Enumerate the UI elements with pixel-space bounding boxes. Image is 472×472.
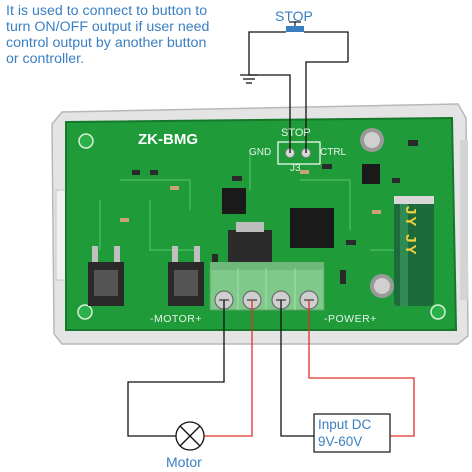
- smd-resistors: [120, 170, 381, 222]
- power-terminal-label: -POWER+: [324, 313, 377, 325]
- motor-terminal-label: -MOTOR+: [150, 313, 203, 325]
- wire-motor-minus: [127, 300, 225, 437]
- wire-ctrl-pin: [305, 61, 348, 153]
- stop-wiring: [248, 31, 349, 153]
- mount-hole-top-left: [78, 133, 94, 149]
- input-dc-line1: Input DC: [318, 417, 372, 432]
- motor-lamp-symbol: [175, 421, 205, 451]
- note-line-1: It is used to connect to button to: [6, 3, 208, 19]
- ground-symbol: [240, 74, 258, 84]
- input-dc-box: [313, 413, 391, 453]
- j3-title-label: STOP: [281, 127, 311, 139]
- small-chip: [362, 164, 380, 184]
- wire-power-plus: [308, 300, 415, 437]
- mount-hole-bottom-right: [430, 304, 446, 320]
- capacitor-small-top: [360, 128, 384, 152]
- voltage-regulator: [228, 222, 272, 264]
- j3-ctrl-label: CTRL: [320, 147, 347, 158]
- j3-gnd-label: GND: [249, 147, 272, 158]
- microcontroller-chip: [290, 208, 334, 248]
- mosfet-left: [88, 246, 124, 306]
- stop-button-label: STOP: [275, 8, 313, 24]
- note-line-4: or controller.: [6, 51, 85, 67]
- motor-label: Motor: [166, 454, 202, 470]
- smd-components: [132, 140, 418, 284]
- board-model-label: ZK-BMG: [138, 131, 198, 148]
- capacitor-large: [394, 196, 434, 306]
- motor-wiring: [127, 300, 253, 437]
- wire-gnd-pin: [249, 74, 291, 153]
- input-dc-line2: 9V-60V: [318, 434, 363, 449]
- power-wiring: [280, 300, 415, 437]
- note-line-2: turn ON/OFF output if user need: [6, 19, 210, 35]
- driver-chip: [222, 188, 246, 214]
- note-line-3: control output by another button: [6, 35, 207, 51]
- usage-note: It is used to connect to button to turn …: [6, 3, 251, 67]
- wire-motor-plus: [204, 300, 253, 437]
- capacitor-marking: JY JY: [402, 206, 419, 257]
- capacitor-small-bottom: [370, 274, 394, 298]
- stop-button-symbol: [286, 21, 304, 32]
- j3-name-label: J3: [290, 163, 301, 174]
- mosfet-right: [168, 246, 204, 306]
- wire-power-minus: [280, 300, 314, 437]
- mount-hole-bottom-left: [77, 304, 93, 320]
- terminal-block: [209, 262, 325, 311]
